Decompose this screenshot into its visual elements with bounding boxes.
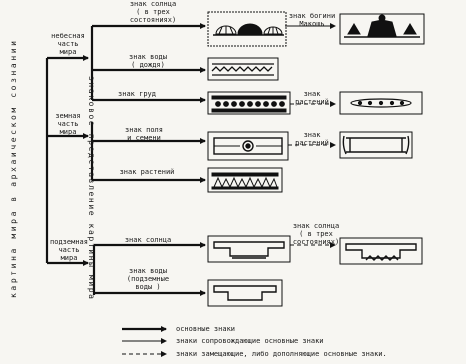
ornament-sun-three-b-icon: [345, 243, 417, 261]
ornament-breast-icon: [211, 95, 287, 113]
sphere-under-label: подземная часть мира: [50, 238, 88, 262]
branch-label: знаковое представление картины мира: [87, 76, 96, 301]
ornament-plants-b-icon: [342, 135, 410, 155]
box-plants: [207, 167, 283, 193]
sphere-earth-label: земная часть мира: [55, 112, 81, 136]
ornament-sun-under-icon: [213, 241, 285, 259]
plants-a-label: знак растений: [295, 90, 329, 106]
ornament-field-icon: [213, 137, 283, 155]
ornament-plants-icon: [211, 172, 279, 190]
legend-main-text: основные знаки: [176, 325, 236, 333]
ornament-sun-three-icon: [213, 23, 284, 36]
box-plants-a: [339, 91, 423, 115]
main-connectors: [45, 23, 206, 296]
box-water: [207, 57, 279, 81]
sign-water-label: знак воды ( дождя): [129, 53, 167, 69]
sun-three-b-label: знак солнца ( в трех состояниях): [292, 222, 340, 246]
box-water-under: [207, 279, 283, 307]
sphere-heaven-label: небесная часть мира: [51, 32, 85, 56]
ornament-plants-a-icon: [350, 98, 412, 108]
sign-sun-three-label: знак солнца ( в трех состояниях): [129, 0, 177, 24]
plants-b-label: знак растений: [295, 131, 329, 147]
main-sign-boxes: [207, 11, 291, 307]
box-field: [207, 131, 289, 161]
legend-replace-text: знаки замещающие, либо дополняющие основ…: [176, 350, 387, 358]
sign-sun-under-label: знак солнца: [124, 236, 172, 244]
sign-breast-label: знак груд: [118, 90, 156, 98]
dashed-connectors: [288, 101, 336, 248]
secondary-sign-boxes: [339, 13, 425, 265]
sign-field-label: знак поля и семени: [125, 126, 163, 142]
legend-accomp-text: знаки сопровождающие основные знаки: [176, 337, 324, 345]
box-sun-under: [207, 235, 291, 263]
box-breast: [207, 91, 291, 115]
root-label: картина мира в архаическом сознании: [9, 38, 18, 298]
ornament-water-under-icon: [213, 285, 277, 301]
ornament-water-icon: [211, 63, 274, 76]
box-goddess: [339, 13, 425, 45]
sign-water-under-label: знак воды (подземные воды ): [126, 267, 170, 291]
box-plants-b: [339, 131, 413, 159]
box-sun-three-b: [339, 237, 423, 265]
ornament-goddess-icon: [344, 14, 420, 38]
box-sun-three: [207, 11, 287, 47]
goddess-label: знак богини Макошь: [288, 12, 336, 28]
sign-plants-label: знак растений: [119, 168, 175, 176]
legend-arrows: [122, 326, 167, 357]
